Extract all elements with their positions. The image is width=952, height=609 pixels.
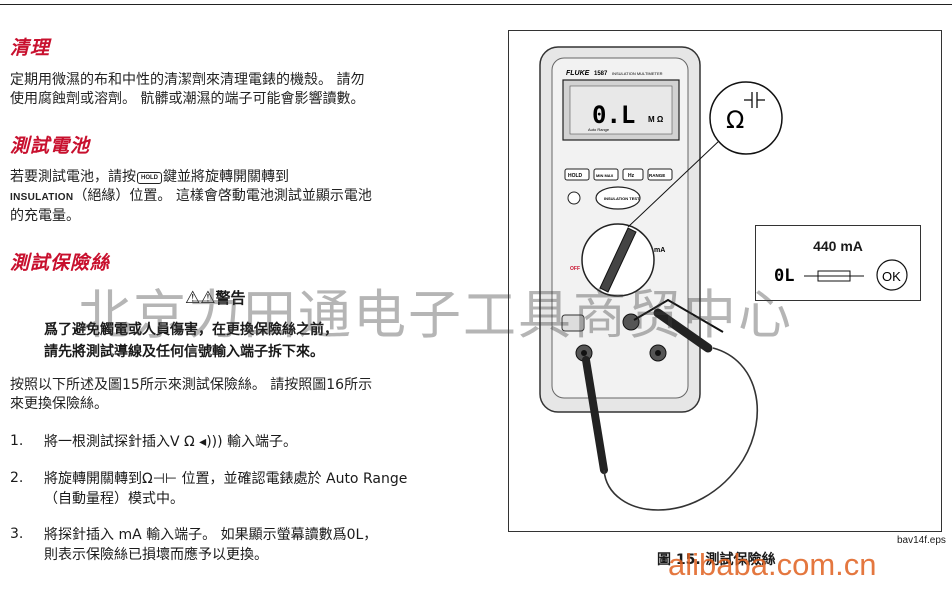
backlight-button[interactable] xyxy=(567,191,581,205)
cleaning-paragraph: 定期用微濕的布和中性的清潔劑來清理電錶的機殼。 請勿 使用腐蝕劑或溶劑。 骯髒或… xyxy=(10,71,450,109)
fuse-inset: 440 mA 0L OK xyxy=(755,225,921,301)
inset-current-value: 440 mA xyxy=(813,238,863,254)
step-2-text: 將旋轉開關轉到Ω⊣⊢ 位置，並確認電錶處於 Auto Range （自動量程）模… xyxy=(44,469,464,509)
step-1-number: 1. xyxy=(10,433,24,449)
fuse-intro-line-1: 按照以下所述及圖15所示來測試保險絲。 請按照圖16所示 xyxy=(10,377,373,393)
step-3-number: 3. xyxy=(10,526,24,542)
step-3-text: 將探針插入 mA 輸入端子。 如果顯示螢幕讀數爲0L， 則表示保險絲已損壞而應予… xyxy=(44,525,464,565)
fuse-intro: 按照以下所述及圖15所示來測試保險絲。 請按照圖16所示 來更換保險絲。 xyxy=(10,376,450,414)
callout-circle xyxy=(709,81,783,155)
cleaning-line-2: 使用腐蝕劑或溶劑。 骯髒或潮濕的端子可能會影響讀數。 xyxy=(10,91,365,107)
section-title-cleaning: 清理 xyxy=(10,37,51,59)
battery-line-1a: 若要測試電池，請按 xyxy=(10,169,136,185)
hz-button[interactable] xyxy=(622,168,644,181)
dial-ma-label: mA xyxy=(654,247,665,254)
insulation-test-button[interactable] xyxy=(595,186,641,210)
minmax-button[interactable] xyxy=(593,168,619,181)
top-rule xyxy=(0,4,952,5)
capacitor-icon xyxy=(744,92,765,108)
step-2-number: 2. xyxy=(10,470,24,486)
lcd-reading: 0.L xyxy=(592,101,635,129)
probe-lead-top xyxy=(633,298,724,333)
probe-handle-bottom xyxy=(582,356,608,474)
step-2-line-1: 將旋轉開關轉到Ω⊣⊢ 位置，並確認電錶處於 Auto Range xyxy=(44,471,408,487)
meter-illustration: FLUKE 1587 INSULATION MULTIMETER 0.L Aut… xyxy=(539,46,783,511)
terminal-com-hole xyxy=(655,350,661,356)
warning-line-1: 爲了避免觸電或人員傷害，在更換保險絲之前， xyxy=(44,322,338,338)
lcd-units: M Ω xyxy=(648,115,664,124)
meter-model: 1587 xyxy=(594,71,608,77)
battery-line-1b: 鍵並將旋轉開關轉到 xyxy=(163,169,289,185)
callout-line xyxy=(627,139,721,228)
warning-line-2: 請先將測試導線及任何信號輸入端子拆下來。 xyxy=(44,344,324,360)
battery-line-2-text: （絕緣）位置。 這樣會啓動電池測試並顯示電池 xyxy=(73,188,372,204)
figure-caption: 圖 15. 測試保險絲 xyxy=(657,552,776,568)
lcd-screen xyxy=(569,85,673,135)
warning-body: 爲了避免觸電或人員傷害，在更換保險絲之前， 請先將測試導線及任何信號輸入端子拆下… xyxy=(44,319,424,363)
minmax-button-label: MIN MAX xyxy=(596,173,614,178)
cleaning-line-1: 定期用微濕的布和中性的清潔劑來清理電錶的機殼。 請勿 xyxy=(10,72,365,88)
dial-pointer xyxy=(599,227,637,293)
meter-brand: FLUKE xyxy=(566,70,590,77)
callout-ohm-symbol: Ω xyxy=(726,106,744,134)
range-button[interactable] xyxy=(647,168,673,181)
meter-subtitle: INSULATION MULTIMETER xyxy=(612,71,663,76)
test-lead-cable xyxy=(603,347,758,511)
eps-filename: bav14f.eps xyxy=(897,535,946,546)
figure-frame xyxy=(508,30,942,532)
button-row: HOLD MIN MAX Hz RANGE xyxy=(564,168,673,181)
insulation-test-label: INSULATION TEST xyxy=(604,196,640,201)
step-1-line-1: 將一根測試探針插入V Ω ◂))) 輸入端子。 xyxy=(44,434,298,450)
step-3-line-2: 則表示保險絲已損壞而應予以更換。 xyxy=(44,547,268,563)
lcd-auto-range: Auto Range xyxy=(588,127,610,132)
hold-button[interactable] xyxy=(564,168,590,181)
terminal-v-ohm xyxy=(622,313,640,331)
fuse-intro-line-2: 來更換保險絲。 xyxy=(10,396,108,412)
inset-ok-text: OK xyxy=(882,269,901,284)
inset-reading: 0L xyxy=(774,266,794,286)
dial-off-label: OFF xyxy=(570,266,580,272)
range-button-label: RANGE xyxy=(649,173,665,178)
warning-title: ⚠⚠警告 xyxy=(185,287,246,308)
probe-handle-top xyxy=(653,308,713,353)
step-2-line-2: （自動量程）模式中。 xyxy=(44,491,184,507)
hz-button-label: Hz xyxy=(628,173,635,179)
warning-title-text: 警告 xyxy=(215,289,246,307)
battery-line-2: INSULATION（絕緣）位置。 這樣會啓動電池測試並顯示電池 xyxy=(10,187,450,207)
inset-ok-circle xyxy=(876,259,908,291)
insulation-word: INSULATION xyxy=(10,192,74,203)
inset-drawing: 0L OK xyxy=(774,259,908,291)
fuse-cover xyxy=(561,314,585,332)
section-title-battery: 測試電池 xyxy=(10,135,91,157)
battery-line-3: 的充電量。 xyxy=(10,208,80,224)
step-1-text: 將一根測試探針插入V Ω ◂))) 輸入端子。 xyxy=(44,432,464,452)
section-title-fuse: 測試保險絲 xyxy=(10,252,111,274)
terminal-ma-hole xyxy=(581,350,587,356)
hold-button-label: HOLD xyxy=(568,173,583,179)
step-3-line-1: 將探針插入 mA 輸入端子。 如果顯示螢幕讀數爲0L， xyxy=(44,527,378,543)
hold-key-icon: HOLD xyxy=(137,172,162,184)
warning-triangle-icon: ⚠⚠ xyxy=(185,288,216,308)
